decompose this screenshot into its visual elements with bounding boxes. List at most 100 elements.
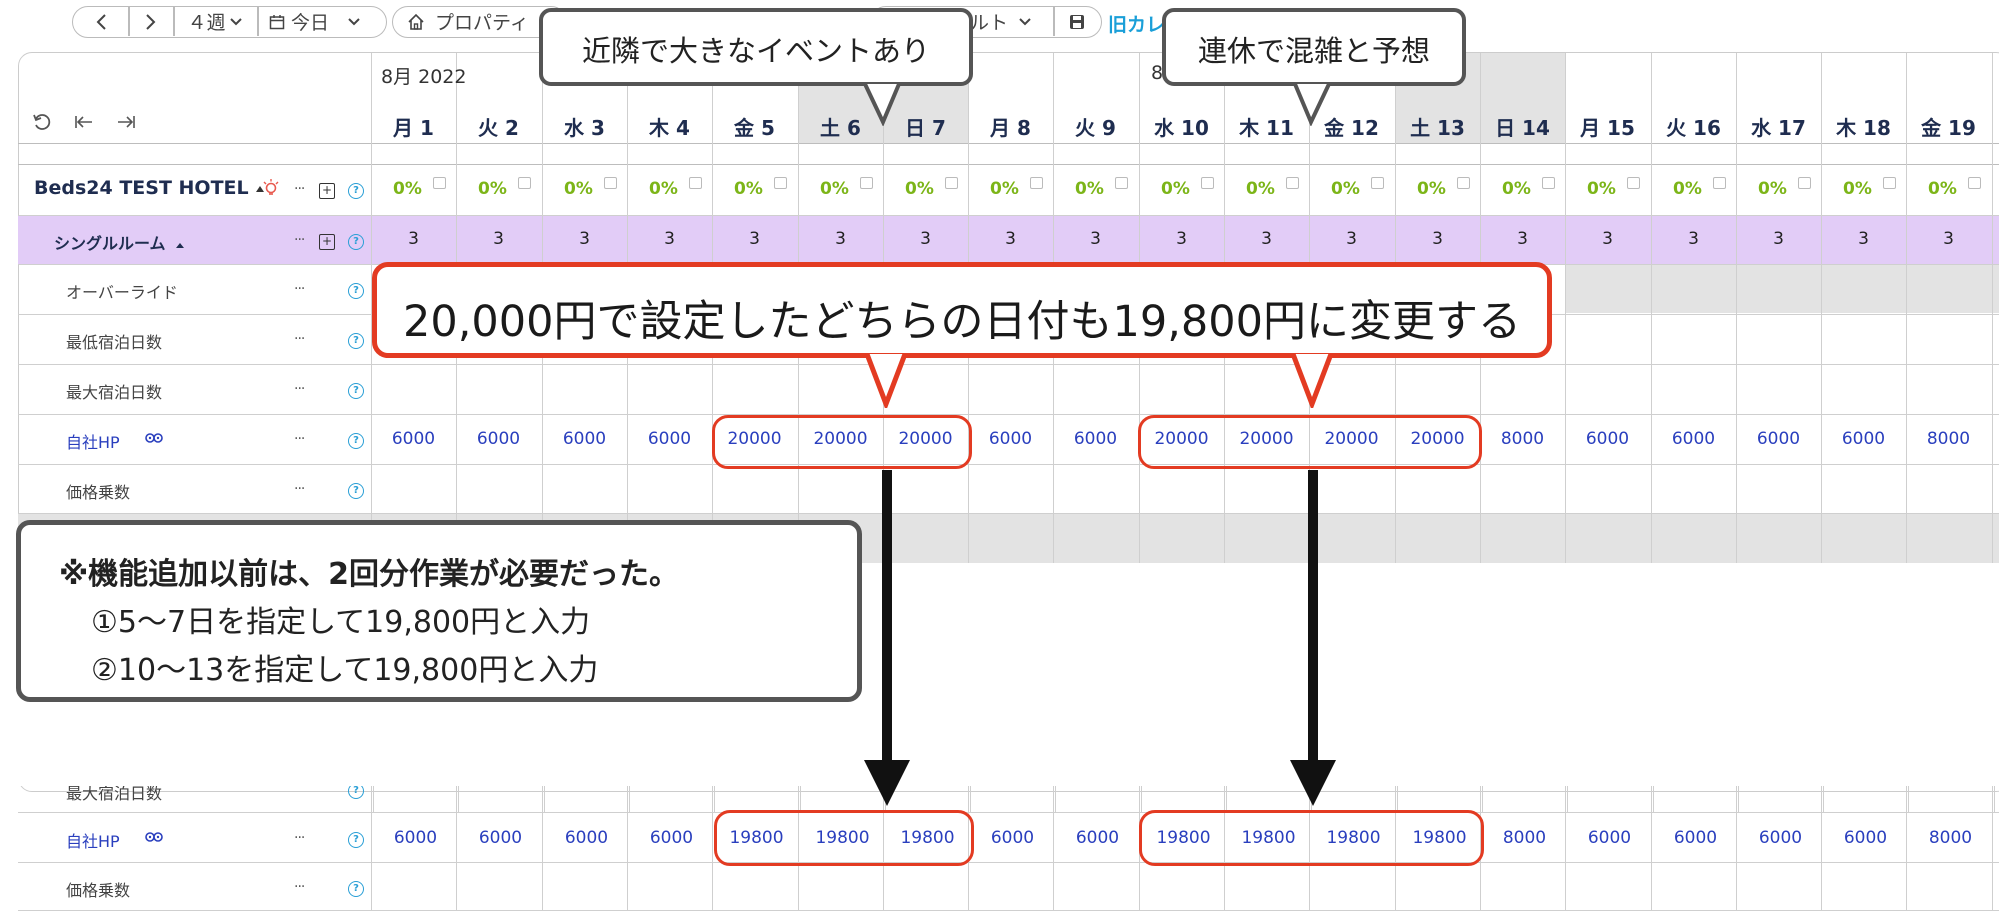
- price-cell-before[interactable]: 20000: [1410, 429, 1465, 449]
- help-icon[interactable]: ?: [348, 832, 364, 848]
- note-icon[interactable]: [1115, 177, 1128, 189]
- note-icon[interactable]: [774, 177, 787, 189]
- channel-link-icon[interactable]: [143, 828, 165, 846]
- room-count-cell[interactable]: 3: [1858, 229, 1869, 249]
- price-cell-before[interactable]: 6000: [476, 429, 521, 449]
- occupancy-cell[interactable]: 0%: [1161, 179, 1190, 199]
- price-cell-after[interactable]: 6000: [1673, 828, 1718, 848]
- range-select[interactable]: ４週: [175, 7, 255, 36]
- note-icon[interactable]: [1883, 177, 1896, 189]
- room-menu[interactable]: ···: [294, 232, 305, 248]
- help-icon[interactable]: ?: [348, 333, 364, 349]
- help-icon[interactable]: ?: [348, 234, 364, 250]
- occupancy-cell[interactable]: 0%: [1673, 179, 1702, 199]
- price-cell-after[interactable]: 19800: [729, 828, 784, 848]
- channel-link-icon[interactable]: [143, 429, 165, 447]
- room-count-cell[interactable]: 3: [1943, 229, 1954, 249]
- occupancy-cell[interactable]: 0%: [1246, 179, 1275, 199]
- room-count-cell[interactable]: 3: [408, 229, 419, 249]
- price-cell-after[interactable]: 6000: [1758, 828, 1803, 848]
- occupancy-cell[interactable]: 0%: [1075, 179, 1104, 199]
- help-icon[interactable]: ?: [348, 383, 364, 399]
- hotel-menu[interactable]: ···: [294, 181, 305, 197]
- row-menu[interactable]: ···: [294, 431, 305, 447]
- price-cell-before[interactable]: 8000: [1500, 429, 1545, 449]
- price-cell-after[interactable]: 8000: [1502, 828, 1547, 848]
- price-cell-before[interactable]: 8000: [1926, 429, 1971, 449]
- room-count-cell[interactable]: 3: [1688, 229, 1699, 249]
- note-icon[interactable]: [1457, 177, 1470, 189]
- help-icon[interactable]: ?: [348, 433, 364, 449]
- price-cell-after[interactable]: 6000: [990, 828, 1035, 848]
- row-menu[interactable]: ···: [294, 281, 305, 297]
- price-cell-before[interactable]: 20000: [1154, 429, 1209, 449]
- collapse-left-icon[interactable]: [74, 113, 94, 131]
- price-cell-before[interactable]: 20000: [1239, 429, 1294, 449]
- legacy-calendar-link[interactable]: 旧カレ: [1108, 14, 1166, 36]
- room-count-cell[interactable]: 3: [1346, 229, 1357, 249]
- expand-right-icon[interactable]: [116, 113, 136, 131]
- price-cell-after[interactable]: 19800: [1156, 828, 1211, 848]
- price-cell-before[interactable]: 6000: [1841, 429, 1886, 449]
- price-cell-after[interactable]: 6000: [564, 828, 609, 848]
- room-count-cell[interactable]: 3: [1773, 229, 1784, 249]
- row-menu[interactable]: ···: [294, 830, 305, 846]
- room-count-cell[interactable]: 3: [920, 229, 931, 249]
- occupancy-cell[interactable]: 0%: [478, 179, 507, 199]
- hotel-name[interactable]: Beds24 TEST HOTEL: [34, 177, 249, 199]
- room-count-cell[interactable]: 3: [749, 229, 760, 249]
- undo-icon[interactable]: [32, 112, 52, 132]
- price-cell-before[interactable]: 6000: [1585, 429, 1630, 449]
- help-icon[interactable]: ?: [348, 183, 364, 199]
- price-cell-after[interactable]: 19800: [1412, 828, 1467, 848]
- room-count-cell[interactable]: 3: [835, 229, 846, 249]
- price-cell-before[interactable]: 20000: [1324, 429, 1379, 449]
- occupancy-cell[interactable]: 0%: [1417, 179, 1446, 199]
- price-cell-before[interactable]: 6000: [1756, 429, 1801, 449]
- occupancy-cell[interactable]: 0%: [1502, 179, 1531, 199]
- price-cell-after[interactable]: 6000: [1075, 828, 1120, 848]
- occupancy-cell[interactable]: 0%: [564, 179, 593, 199]
- room-count-cell[interactable]: 3: [1602, 229, 1613, 249]
- price-cell-after[interactable]: 19800: [900, 828, 955, 848]
- row-label-own-hp[interactable]: 自社HP: [66, 433, 120, 452]
- price-cell-before[interactable]: 6000: [1671, 429, 1716, 449]
- price-cell-after[interactable]: 6000: [393, 828, 438, 848]
- help-icon[interactable]: ?: [348, 283, 364, 299]
- room-count-cell[interactable]: 3: [493, 229, 504, 249]
- save-button[interactable]: [1057, 7, 1097, 36]
- note-icon[interactable]: [433, 177, 446, 189]
- price-cell-after[interactable]: 8000: [1928, 828, 1973, 848]
- price-cell-before[interactable]: 6000: [988, 429, 1033, 449]
- occupancy-cell[interactable]: 0%: [820, 179, 849, 199]
- price-cell-after[interactable]: 19800: [1326, 828, 1381, 848]
- hotel-add-icon[interactable]: +: [319, 183, 335, 199]
- note-icon[interactable]: [1627, 177, 1640, 189]
- room-count-cell[interactable]: 3: [1261, 229, 1272, 249]
- room-count-cell[interactable]: 3: [1517, 229, 1528, 249]
- note-icon[interactable]: [945, 177, 958, 189]
- help-icon[interactable]: ?: [348, 483, 364, 499]
- note-icon[interactable]: [1371, 177, 1384, 189]
- occupancy-cell[interactable]: 0%: [1928, 179, 1957, 199]
- price-cell-after[interactable]: 6000: [1587, 828, 1632, 848]
- room-count-cell[interactable]: 3: [1176, 229, 1187, 249]
- price-cell-before[interactable]: 20000: [898, 429, 953, 449]
- price-cell-before[interactable]: 6000: [647, 429, 692, 449]
- occupancy-cell[interactable]: 0%: [393, 179, 422, 199]
- note-icon[interactable]: [1968, 177, 1981, 189]
- price-cell-before[interactable]: 6000: [391, 429, 436, 449]
- price-cell-before[interactable]: 6000: [1073, 429, 1118, 449]
- occupancy-cell[interactable]: 0%: [649, 179, 678, 199]
- property-select[interactable]: プロパティ: [392, 6, 567, 38]
- occupancy-cell[interactable]: 0%: [905, 179, 934, 199]
- room-count-cell[interactable]: 3: [579, 229, 590, 249]
- price-cell-after[interactable]: 6000: [1843, 828, 1888, 848]
- row-menu[interactable]: ···: [294, 331, 305, 347]
- occupancy-cell[interactable]: 0%: [1843, 179, 1872, 199]
- row-menu[interactable]: ···: [294, 481, 305, 497]
- help-icon[interactable]: ?: [348, 881, 364, 897]
- occupancy-cell[interactable]: 0%: [1587, 179, 1616, 199]
- row-menu[interactable]: ···: [294, 381, 305, 397]
- room-count-cell[interactable]: 3: [664, 229, 675, 249]
